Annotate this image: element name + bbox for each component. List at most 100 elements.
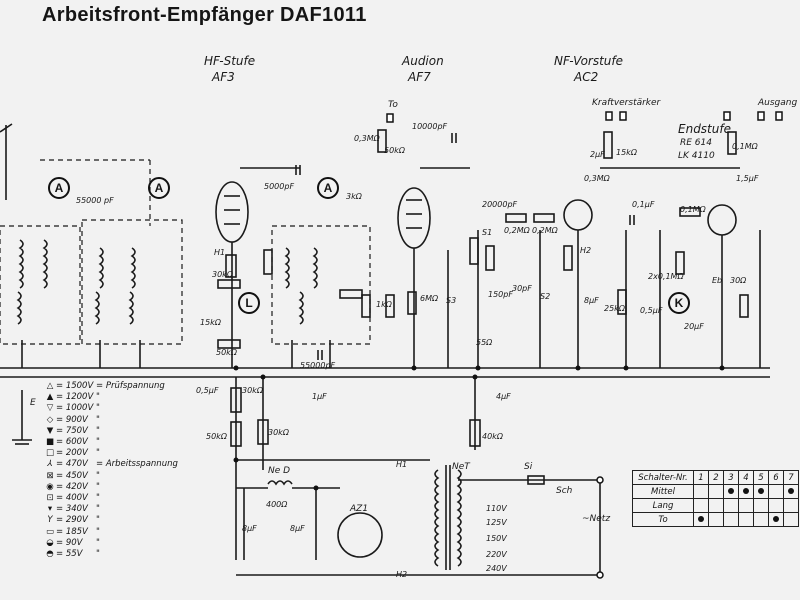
label-c05uf-a: 0,5µF bbox=[196, 386, 219, 395]
legend-row: ▼= 750V" bbox=[44, 426, 178, 437]
legend-symbol: ▭ bbox=[45, 526, 55, 537]
legend-row: △= 1500V= Prüfspannung bbox=[44, 381, 178, 392]
legend-voltage: = 450V bbox=[56, 470, 88, 481]
label-h2-lamp: H2 bbox=[396, 570, 408, 579]
switch-table-row: Lang bbox=[632, 498, 799, 513]
legend-voltage: = 1000V bbox=[56, 403, 94, 414]
voltage-240: 240V bbox=[486, 564, 507, 573]
switch-contact-dot bbox=[743, 487, 749, 494]
legend-note: " bbox=[96, 470, 100, 481]
legend-voltage: = 340V bbox=[56, 504, 88, 515]
legend-note: " bbox=[96, 537, 100, 548]
legend-symbol: △ bbox=[46, 381, 54, 391]
switch-cell bbox=[768, 484, 784, 499]
label-r25k: 25kΩ bbox=[604, 304, 625, 313]
label-r40k: 40kΩ bbox=[482, 432, 503, 441]
legend-voltage: = 600V bbox=[56, 437, 88, 448]
legend-note: " bbox=[96, 526, 100, 537]
legend-symbol: ▼ bbox=[46, 425, 54, 436]
netztrafo-label: NeT bbox=[452, 462, 470, 472]
label-c4uf: 4µF bbox=[496, 392, 511, 401]
audion-stage-label: Audion bbox=[402, 54, 444, 68]
legend-row: ■= 600V" bbox=[44, 437, 178, 448]
switch-row-label: To bbox=[632, 512, 694, 527]
voltage-125: 125V bbox=[486, 518, 507, 527]
marker-a-2: A bbox=[148, 177, 170, 199]
switch-cell bbox=[768, 512, 784, 527]
switch-cell bbox=[738, 512, 754, 527]
label-c01uf: 0,1µF bbox=[632, 200, 655, 209]
switch-contact-dot bbox=[728, 487, 734, 494]
switch-cell bbox=[723, 512, 739, 527]
label-c2uf: 2µF bbox=[590, 150, 605, 159]
label-r01m-a: 0,1MΩ bbox=[732, 142, 758, 151]
legend-row: Y= 290V" bbox=[44, 515, 178, 526]
label-h1-trafo: H1 bbox=[396, 460, 408, 469]
label-r01m-b: 0,1MΩ bbox=[680, 205, 706, 214]
legend-symbol: ⅄ bbox=[47, 459, 53, 470]
netzdrossel-label: Ne D bbox=[268, 466, 291, 476]
switch-number: 5 bbox=[753, 470, 769, 485]
switch-contact-dot bbox=[698, 515, 704, 522]
label-r1k: 1kΩ bbox=[376, 300, 392, 309]
label-r50k-hf: 50kΩ bbox=[216, 348, 237, 357]
legend-voltage: = 290V bbox=[56, 515, 88, 526]
legend-row: ◒= 90V " bbox=[44, 538, 178, 549]
legend-symbol: ▾ bbox=[47, 504, 53, 515]
label-s1: S1 bbox=[482, 228, 493, 237]
netz-label: ~Netz bbox=[582, 514, 611, 524]
page-title: Arbeitsfront-Empfänger DAF1011 bbox=[42, 4, 367, 26]
switch-table-row: Mittel bbox=[632, 484, 799, 499]
switch-cell bbox=[753, 484, 769, 499]
legend-note: " bbox=[96, 425, 100, 436]
legend-symbol: ◒ bbox=[46, 537, 54, 548]
hf-tube-label: AF3 bbox=[212, 70, 235, 84]
label-c10000pf: 10000pF bbox=[412, 122, 448, 131]
legend-symbol: ⊡ bbox=[46, 493, 54, 504]
label-c8uf-nf: 8µF bbox=[584, 296, 599, 305]
rectifier-label: AZ1 bbox=[350, 504, 369, 514]
switch-cell bbox=[783, 498, 799, 513]
legend-voltage: = 400V bbox=[56, 493, 88, 504]
switch-number: 6 bbox=[768, 470, 784, 485]
label-r30k-a: 30kΩ bbox=[242, 386, 263, 395]
end-stage-label: Endstufe bbox=[678, 122, 731, 136]
legend-note: " bbox=[96, 403, 100, 414]
label-c150pf: 150pF bbox=[488, 290, 513, 299]
legend-symbol: ■ bbox=[45, 437, 55, 448]
legend-note: " bbox=[96, 392, 100, 403]
legend-voltage: = 200V bbox=[56, 448, 88, 459]
label-r02m-a: 0,2MΩ bbox=[504, 226, 530, 235]
label-r50k-a: 50kΩ bbox=[206, 432, 227, 441]
legend-row: ⅄= 470V= Arbeitsspannung bbox=[44, 459, 177, 470]
label-r15k-hf: 15kΩ bbox=[200, 318, 221, 327]
kraftverstaerker-label: Kraftverstärker bbox=[592, 98, 661, 108]
legend-row: ◉= 420V" bbox=[44, 482, 178, 493]
switch-cell bbox=[708, 498, 724, 513]
legend-note: " bbox=[96, 448, 100, 459]
marker-a-1: A bbox=[48, 177, 70, 199]
label-r15k: 15kΩ bbox=[616, 148, 637, 157]
switch-number: 7 bbox=[783, 470, 799, 485]
switch-label: Sch bbox=[556, 486, 573, 496]
marker-k: K bbox=[668, 292, 690, 314]
legend-row: ▲= 1200V" bbox=[44, 392, 178, 403]
label-c55000pf-top: 55000 pF bbox=[76, 196, 114, 205]
label-r02m-b: 0,2MΩ bbox=[532, 226, 558, 235]
legend-symbol: ◓ bbox=[46, 549, 54, 560]
voltage-220: 220V bbox=[486, 550, 507, 559]
nf-tube-label: AC2 bbox=[574, 70, 599, 84]
legend-note: = Prüfspannung bbox=[96, 381, 165, 391]
switch-cell bbox=[738, 498, 754, 513]
label-r30k-b: 30kΩ bbox=[268, 428, 289, 437]
label-r55: 55Ω bbox=[476, 338, 493, 347]
switch-table-row: To bbox=[632, 512, 799, 527]
earth-label: E bbox=[30, 398, 36, 408]
legend-voltage: = 90V bbox=[56, 537, 83, 548]
nf-stage-label: NF-Vorstufe bbox=[554, 54, 624, 68]
label-c1uf: 1µF bbox=[312, 392, 327, 401]
label-c05uf-b: 0,5µF bbox=[640, 306, 663, 315]
switch-cell bbox=[693, 484, 709, 499]
legend-voltage: = 420V bbox=[56, 481, 88, 492]
